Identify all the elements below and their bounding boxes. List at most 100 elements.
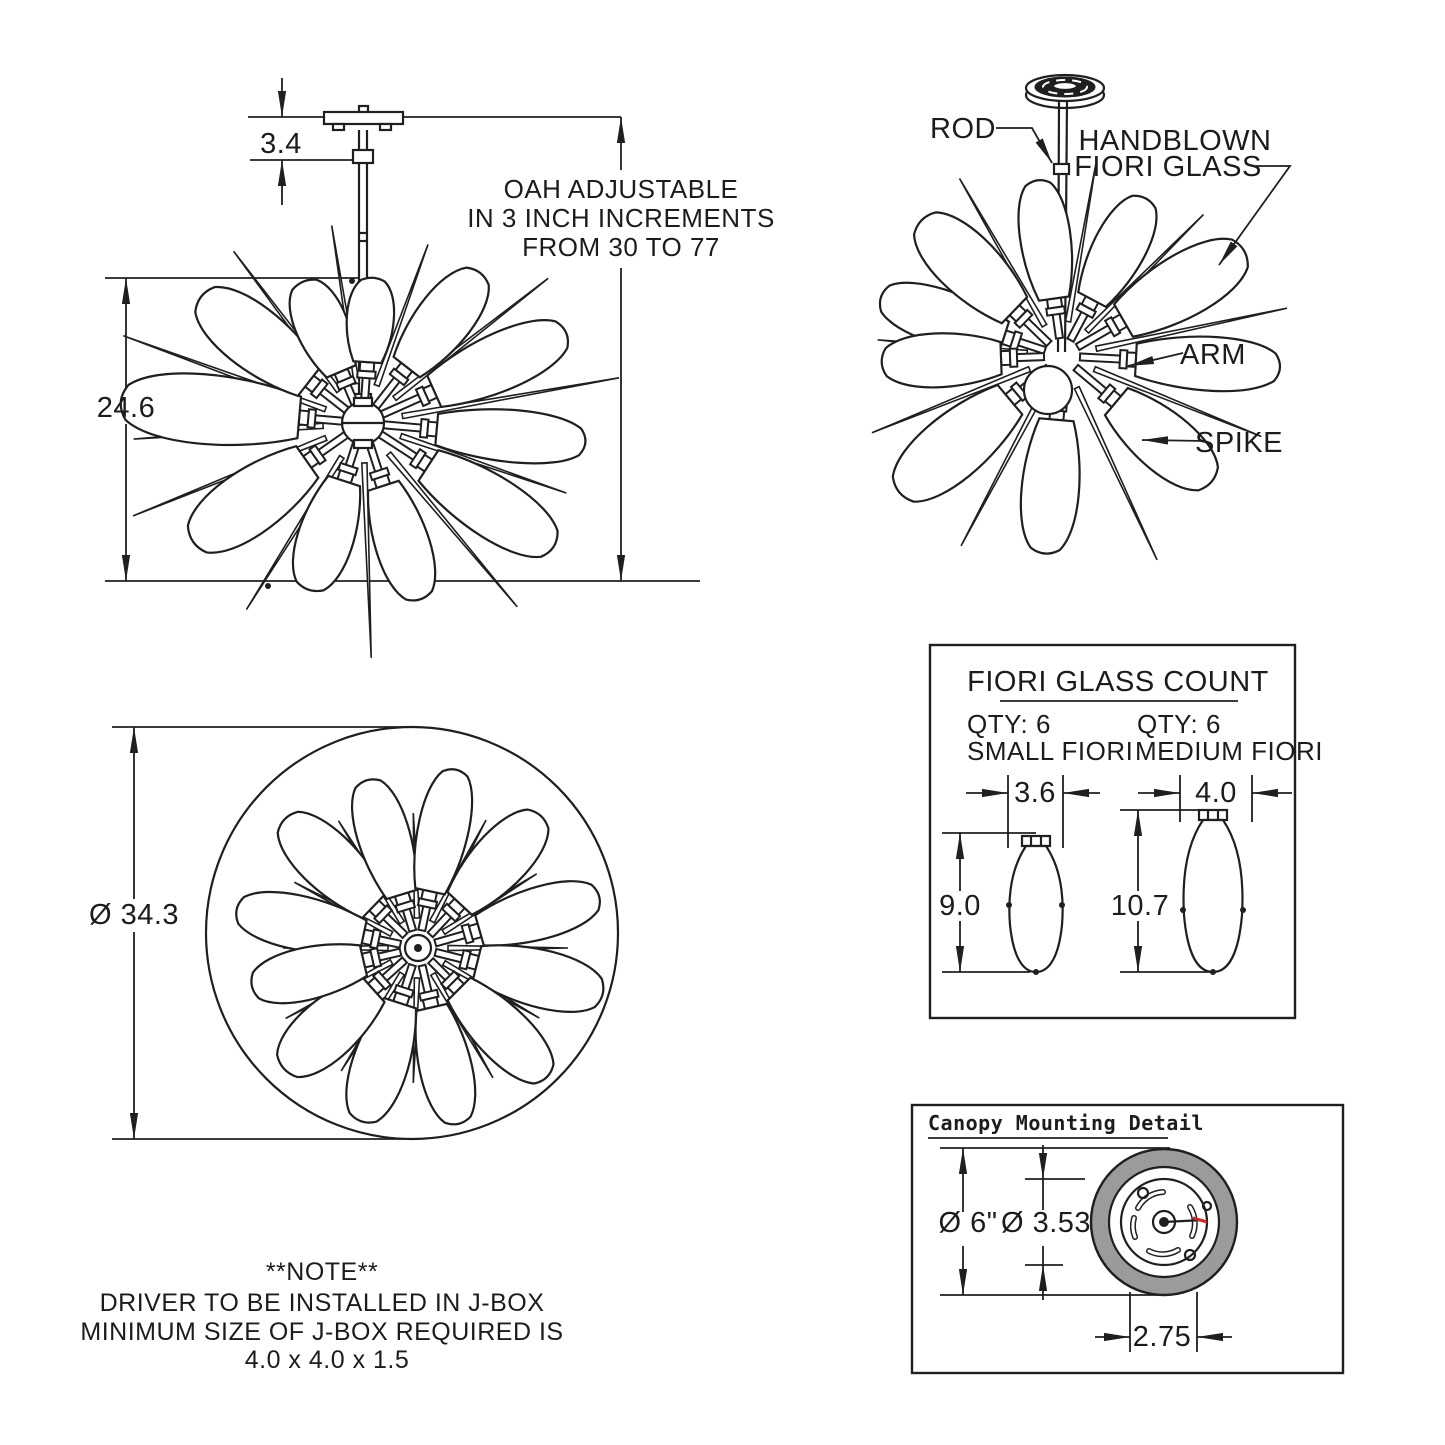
fiori-glass-assembly bbox=[433, 944, 605, 1013]
fiori-glass-bulb bbox=[345, 276, 396, 365]
canopy-medallion bbox=[1024, 73, 1106, 110]
fiori-glass-assembly bbox=[369, 266, 490, 413]
center-ball bbox=[1022, 364, 1074, 416]
hub-top bbox=[403, 933, 433, 963]
dim-plan-diameter: Ø 34.3 bbox=[89, 899, 179, 931]
plan-outline-circle bbox=[204, 725, 620, 1141]
fiori-glass-bulb bbox=[413, 768, 474, 896]
dim-lines-side bbox=[105, 78, 700, 589]
fiori-glass-assembly bbox=[345, 962, 418, 1124]
fiori-glass-assembly bbox=[414, 963, 477, 1126]
fiori-glass-bulb bbox=[345, 996, 418, 1124]
fiori-glass-bulb bbox=[1077, 194, 1158, 309]
fiori-glass-assembly bbox=[291, 437, 363, 593]
fiori-glass-bulb bbox=[250, 943, 369, 1005]
note-line3: MINIMUM SIZE OF J-BOX REQUIRED IS bbox=[80, 1318, 563, 1346]
spike bbox=[385, 450, 518, 608]
medium-name: MEDIUM FIORI bbox=[1135, 736, 1323, 766]
fiori-glass-assembly bbox=[186, 429, 352, 554]
spike bbox=[401, 377, 620, 420]
sputnik-burst-side bbox=[119, 225, 620, 658]
glass-count-title: FIORI GLASS COUNT bbox=[967, 666, 1269, 698]
canopy-dims bbox=[940, 1145, 1232, 1352]
medium-width-dim: 4.0 bbox=[1195, 777, 1237, 809]
spike bbox=[1092, 365, 1262, 438]
fiori-glass-bulb bbox=[417, 448, 559, 559]
fiori-glass-assembly bbox=[1066, 194, 1158, 344]
fiori-glass-bulb bbox=[366, 479, 437, 602]
fiori-glass-bulb bbox=[194, 285, 323, 398]
fiori-glass-assembly bbox=[376, 319, 569, 421]
fiori-glass-bulb bbox=[446, 808, 550, 917]
fiori-glass-assembly bbox=[379, 408, 587, 465]
glass-label-line2: FIORI GLASS bbox=[1074, 151, 1262, 183]
fiori-glass-assembly bbox=[250, 943, 403, 1005]
glass-label-line1: HANDBLOWN bbox=[1078, 125, 1271, 157]
arm bbox=[417, 963, 434, 996]
fiori-glass-assembly bbox=[351, 778, 418, 934]
fiori-glass-bulb bbox=[276, 810, 388, 920]
top-plan-view: Ø 34.3 bbox=[89, 725, 620, 1141]
canopy-detail-panel: Canopy Mounting Detail bbox=[910, 1103, 1345, 1375]
fiori-glass-bulb bbox=[446, 976, 555, 1085]
sputnik-burst-top bbox=[235, 768, 605, 1126]
fiori-glass-bulb bbox=[392, 266, 490, 379]
red-index-mark bbox=[1192, 1216, 1208, 1224]
labeled-view: ROD HANDBLOWN FIORI GLASS ARM SPIKE bbox=[871, 73, 1292, 561]
small-name: SMALL FIORI bbox=[967, 736, 1133, 766]
fiori-glass-bulb bbox=[186, 444, 320, 554]
fiori-glass-assembly bbox=[119, 372, 347, 447]
small-fiori-drawing bbox=[942, 775, 1100, 975]
glass-count-border bbox=[928, 643, 1297, 1020]
dim-canopy-drop: 3.4 bbox=[260, 128, 302, 160]
callout-leaders bbox=[996, 127, 1292, 445]
fiori-glass-bulb bbox=[1017, 179, 1074, 302]
fiori-glass-bulb bbox=[275, 974, 386, 1079]
fiori-glass-assembly bbox=[374, 428, 559, 559]
arm bbox=[374, 428, 420, 463]
fiori-glass-assembly bbox=[433, 880, 601, 948]
canopy-plate-dia: Ø 3.53 bbox=[1001, 1207, 1091, 1239]
spike bbox=[360, 462, 373, 658]
small-height-dim: 9.0 bbox=[939, 890, 981, 922]
dim-body-height: 24.6 bbox=[97, 392, 155, 424]
fiori-glass-assembly bbox=[194, 285, 353, 417]
fiori-glass-assembly bbox=[345, 276, 396, 407]
small-qty: QTY: 6 bbox=[967, 709, 1051, 739]
arm bbox=[1051, 310, 1065, 340]
rod-label: ROD bbox=[930, 113, 996, 145]
fiori-glass-bulb bbox=[471, 944, 605, 1013]
small-width-dim: 3.6 bbox=[1014, 777, 1056, 809]
canopy-mount-spacing: 2.75 bbox=[1133, 1321, 1191, 1353]
glass-count-panel: FIORI GLASS COUNT QTY: 6 SMALL FIORI QTY… bbox=[928, 643, 1323, 1020]
fiori-glass-bulb bbox=[119, 372, 303, 447]
note-block: **NOTE** DRIVER TO BE INSTALLED IN J-BOX… bbox=[80, 1258, 563, 1374]
spike bbox=[958, 178, 1048, 329]
arm bbox=[1078, 352, 1124, 364]
fiori-glass-assembly bbox=[363, 437, 437, 602]
medium-height-dim: 10.7 bbox=[1111, 890, 1169, 922]
canopy-drawing bbox=[1089, 1147, 1239, 1297]
fiori-glass-bulb bbox=[880, 332, 1003, 389]
note-line2: DRIVER TO BE INSTALLED IN J-BOX bbox=[100, 1289, 545, 1317]
fiori-glass-assembly bbox=[880, 332, 1046, 389]
fiori-glass-bulb bbox=[414, 1002, 477, 1126]
fiori-glass-bulb bbox=[891, 383, 1024, 503]
spike-label: SPIKE bbox=[1195, 427, 1283, 459]
spike bbox=[1073, 385, 1158, 561]
fiori-glass-assembly bbox=[426, 956, 555, 1085]
oah-note-line3: FROM 30 TO 77 bbox=[522, 232, 720, 262]
fiori-glass-bulb bbox=[1133, 335, 1282, 393]
fiori-glass-bulb bbox=[912, 211, 1029, 325]
fiori-glass-bulb bbox=[291, 474, 362, 593]
fiori-glass-assembly bbox=[275, 956, 409, 1079]
fiori-glass-assembly bbox=[1017, 179, 1074, 340]
fiori-glass-assembly bbox=[426, 808, 550, 939]
arm bbox=[379, 419, 425, 433]
fiori-glass-bulb bbox=[473, 880, 601, 947]
canopy-panel-title: Canopy Mounting Detail bbox=[928, 1111, 1204, 1135]
fiori-glass-bulb bbox=[1019, 417, 1081, 555]
canopy-outer-dia: Ø 6" bbox=[938, 1207, 997, 1239]
